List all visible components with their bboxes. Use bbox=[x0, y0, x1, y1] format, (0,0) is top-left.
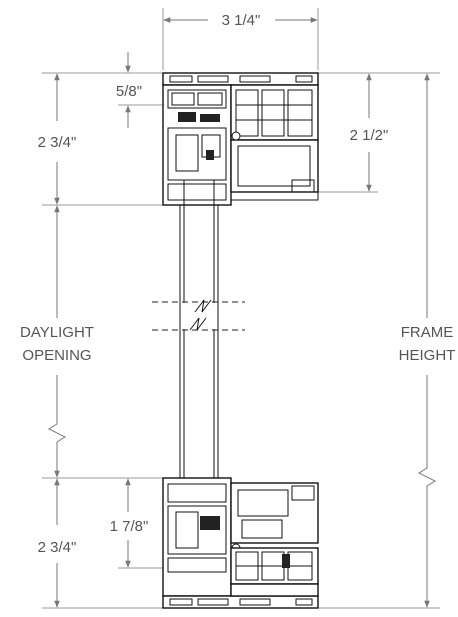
dim-bottom-mid-text: 1 7/8" bbox=[110, 518, 149, 535]
dim-bottom-left-text: 2 3/4" bbox=[38, 539, 77, 556]
dim-width-top-text: 3 1/4" bbox=[222, 12, 261, 29]
dimension-width-top: 3 1/4" bbox=[162, 8, 319, 70]
frame-label-line1: FRAME bbox=[401, 324, 454, 341]
dimension-top-right: 2 1/2" bbox=[318, 72, 440, 193]
section-break bbox=[152, 299, 245, 331]
dim-top-offset-text: 5/8" bbox=[116, 83, 142, 100]
dimension-bottom-left: 2 3/4" bbox=[38, 478, 168, 609]
dimension-bottom-mid: 1 7/8" bbox=[110, 478, 232, 569]
frame-label-line2: HEIGHT bbox=[399, 347, 456, 364]
dimension-top-left: 2 3/4" bbox=[38, 72, 178, 206]
bottom-frame-profile bbox=[162, 477, 319, 609]
top-frame-profile bbox=[162, 72, 319, 206]
glazing-panel bbox=[179, 179, 219, 504]
dim-top-right-text: 2 1/2" bbox=[350, 127, 389, 144]
daylight-label-line1: DAYLIGHT bbox=[20, 324, 94, 341]
dimension-daylight-opening: DAYLIGHT OPENING bbox=[20, 205, 178, 479]
dim-top-left-text: 2 3/4" bbox=[38, 134, 77, 151]
dimension-top-offset: 5/8" bbox=[116, 52, 175, 128]
dimension-frame-height: FRAME HEIGHT bbox=[318, 73, 456, 609]
daylight-label-line2: OPENING bbox=[22, 347, 91, 364]
